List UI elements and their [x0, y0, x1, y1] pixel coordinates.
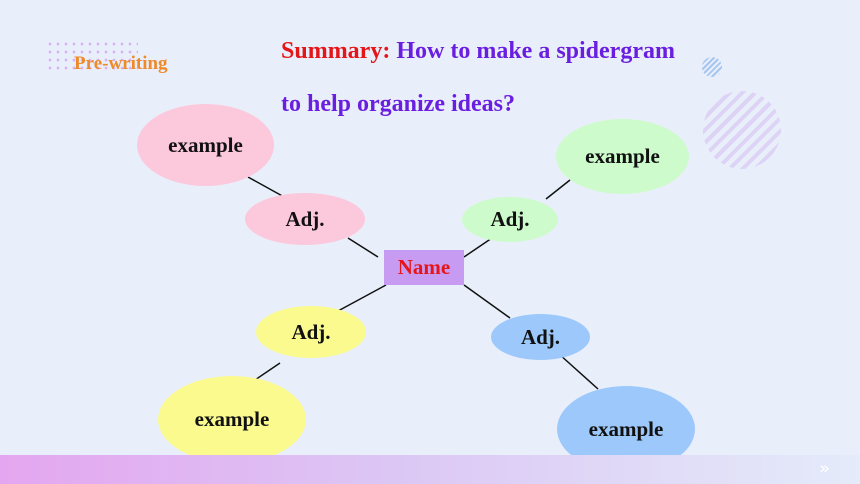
example-bubble-1: example: [137, 104, 274, 186]
adj-bubble-4: Adj.: [491, 314, 590, 360]
center-node-name: Name: [384, 250, 464, 285]
adj-bubble-3: Adj.: [256, 306, 366, 358]
striped-circle-large-decoration: [703, 91, 781, 169]
slide-title-line-1: Summary: How to make a spidergram: [281, 38, 675, 65]
connector-center-adj-3: [337, 284, 387, 312]
example-bubble-2: example: [556, 119, 689, 194]
slide-title-line-2: to help organize ideas?: [281, 91, 515, 117]
adj-bubble-1: Adj.: [245, 193, 365, 245]
connector-adj-example-4: [558, 353, 599, 390]
adj-bubble-2: Adj.: [462, 197, 558, 242]
connector-center-adj-1: [347, 237, 379, 258]
dot-grid-decoration: [46, 40, 138, 72]
title-rest: How to make a spidergram: [390, 38, 675, 64]
connector-center-adj-2: [463, 237, 493, 258]
striped-circle-small-decoration: [702, 57, 722, 77]
bottom-gradient-bar: [0, 455, 860, 484]
connector-adj-example-2: [545, 179, 571, 200]
section-label: Pre-writing: [74, 53, 168, 74]
double-chevron-right-icon[interactable]: »: [818, 458, 830, 479]
connector-center-adj-4: [463, 284, 511, 319]
title-lead: Summary:: [281, 38, 391, 64]
example-bubble-3: example: [158, 376, 306, 463]
